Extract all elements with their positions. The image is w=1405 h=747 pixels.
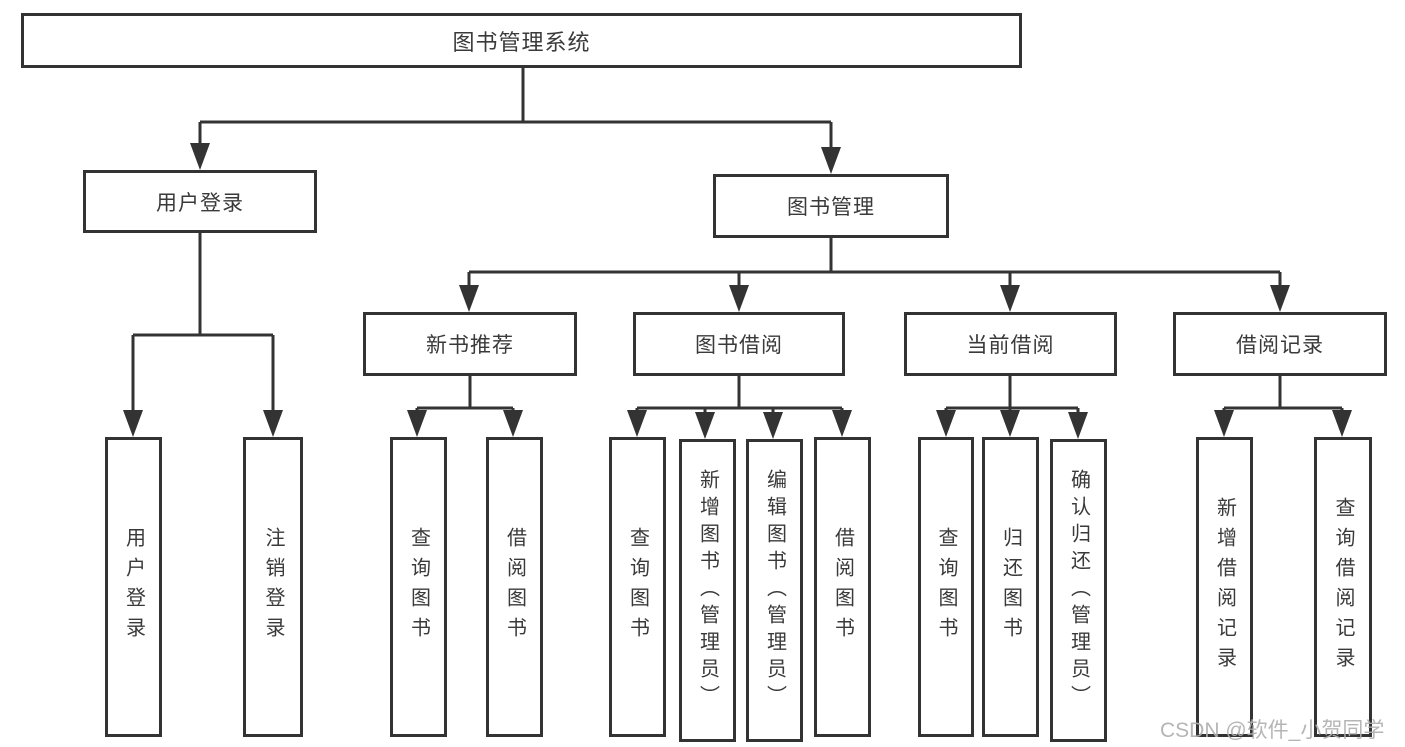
leaf-borrow-edit-books-admin-label: 编辑图书（管理员）: [763, 469, 786, 712]
leaf-records-query-record: 查询借阅记录: [1314, 437, 1372, 737]
arrowheads: [123, 143, 1352, 439]
node-current-borrow: 当前借阅: [904, 312, 1117, 376]
node-book-management: 图书管理: [713, 174, 949, 238]
node-new-book-recommend: 新书推荐: [363, 312, 577, 376]
leaf-logout-label: 注销登录: [262, 527, 284, 647]
node-borrow-records-label: 借阅记录: [1236, 334, 1324, 357]
leaf-current-confirm-return-admin-label: 确认归还（管理员）: [1067, 469, 1090, 712]
leaf-user-login: 用户登录: [105, 437, 162, 737]
node-borrow-records: 借阅记录: [1173, 312, 1387, 376]
leaf-records-add-record-label: 新增借阅记录: [1213, 497, 1236, 677]
node-book-management-label: 图书管理: [787, 196, 875, 219]
leaf-borrow-borrow-books: 借阅图书: [814, 437, 871, 737]
leaf-borrow-borrow-books-label: 借阅图书: [831, 527, 854, 647]
leaf-current-query-books: 查询图书: [918, 437, 974, 737]
node-current-borrow-label: 当前借阅: [966, 334, 1055, 357]
leaf-user-login-label: 用户登录: [122, 527, 145, 647]
leaf-borrow-edit-books-admin: 编辑图书（管理员）: [746, 439, 803, 742]
leaf-current-return-books: 归还图书: [982, 437, 1039, 737]
leaf-logout: 注销登录: [243, 437, 303, 737]
node-root-label: 图书管理系统: [452, 29, 591, 55]
node-new-book-recommend-label: 新书推荐: [426, 334, 514, 357]
csdn-watermark: CSDN @软件_小贺同学: [1160, 719, 1385, 742]
leaf-records-query-record-label: 查询借阅记录: [1332, 497, 1354, 677]
node-user-login: 用户登录: [83, 170, 317, 233]
leaf-recommend-borrow-books: 借阅图书: [486, 437, 543, 737]
leaf-borrow-add-books-admin: 新增图书（管理员）: [679, 439, 736, 742]
leaf-current-query-books-label: 查询图书: [935, 527, 957, 647]
leaf-recommend-query-books-label: 查询图书: [407, 527, 430, 647]
node-book-borrow-label: 图书借阅: [695, 334, 783, 357]
node-user-login-label: 用户登录: [156, 191, 244, 215]
leaf-borrow-query-books-label: 查询图书: [626, 527, 649, 647]
leaf-current-return-books-label: 归还图书: [999, 527, 1022, 647]
leaf-recommend-borrow-books-label: 借阅图书: [503, 527, 526, 647]
node-book-borrow: 图书借阅: [633, 312, 845, 376]
leaf-records-add-record: 新增借阅记录: [1196, 437, 1253, 737]
node-root: 图书管理系统: [21, 13, 1022, 68]
leaf-current-confirm-return-admin: 确认归还（管理员）: [1050, 439, 1107, 742]
leaf-borrow-query-books: 查询图书: [609, 437, 666, 737]
leaf-borrow-add-books-admin-label: 新增图书（管理员）: [696, 469, 719, 712]
leaf-recommend-query-books: 查询图书: [390, 437, 447, 737]
